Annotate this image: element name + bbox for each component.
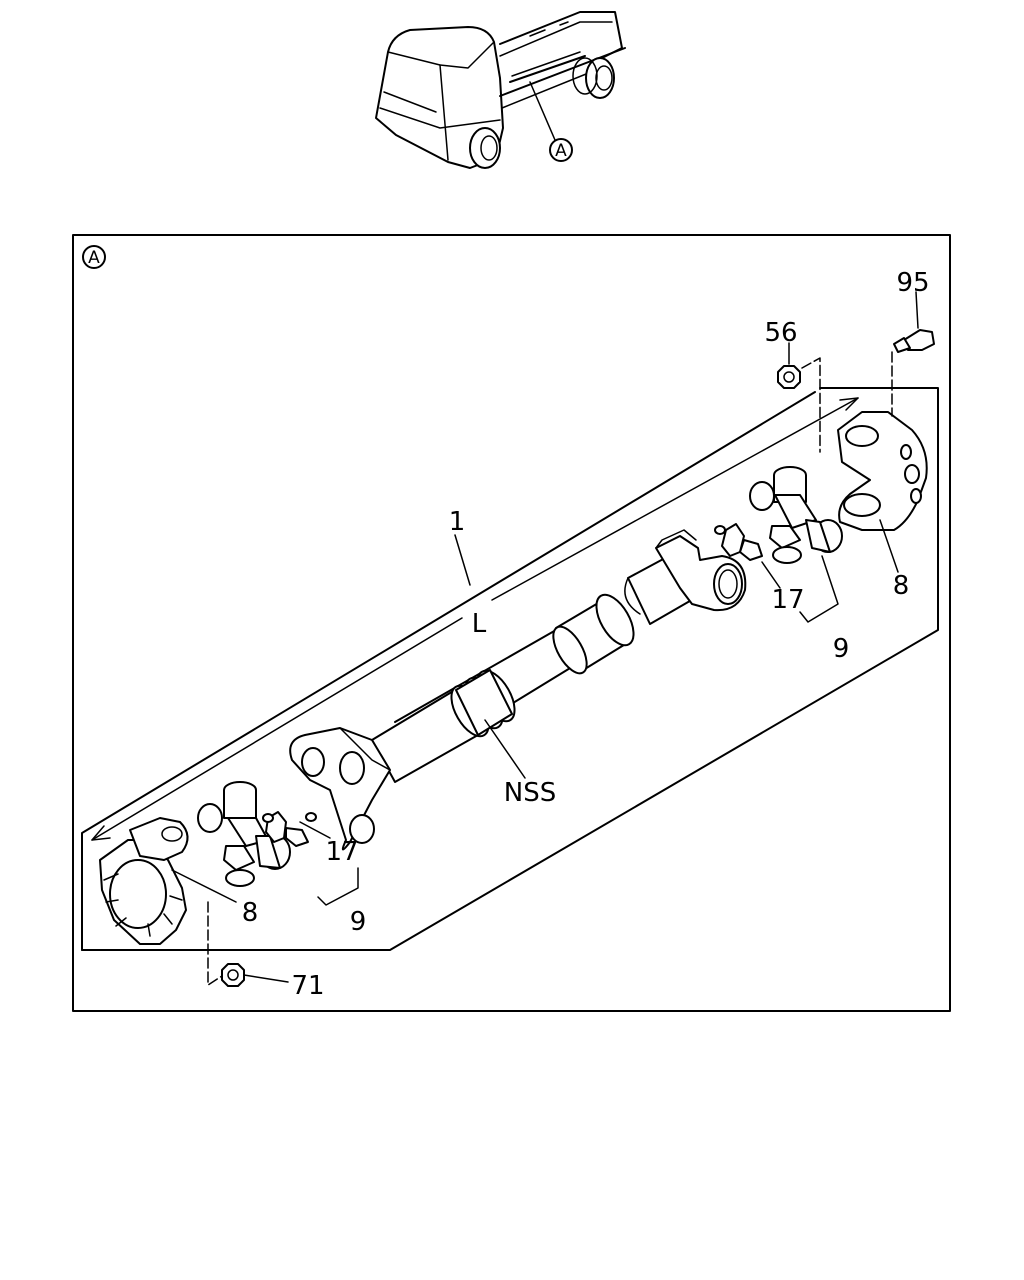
callout-marker-frame [82, 245, 106, 269]
flange-yoke-right [837, 411, 928, 531]
part-label-8-left: 8 [242, 898, 259, 928]
bracket-9-left [317, 867, 359, 906]
flange-yoke-left [99, 817, 189, 945]
part-label-9-left: 9 [350, 907, 367, 937]
detail-frame [72, 234, 951, 1012]
nut-56 [777, 342, 801, 389]
assembly-bracket-left [81, 391, 816, 951]
front-yoke [289, 727, 391, 851]
part-label-nss: NSS [504, 778, 556, 808]
grease-nipple-right [714, 523, 763, 561]
guide-line-56 [801, 357, 821, 453]
propeller-shaft [371, 549, 706, 783]
part-label-71: 71 [291, 971, 324, 1001]
part-label-17-left: 17 [325, 837, 358, 867]
bolt-95 [893, 291, 935, 353]
part-label-8-right: 8 [893, 571, 910, 601]
part-label-9-right: 9 [833, 634, 850, 664]
callout-marker-top-label: A [555, 141, 567, 161]
universal-joint-left [197, 781, 291, 887]
dimension-arrow-right [839, 397, 859, 411]
dimension-line-upper [491, 397, 859, 601]
part-label-17-right: 17 [771, 585, 804, 615]
slip-yoke [655, 529, 747, 612]
leader-nss [484, 719, 526, 779]
dimension-arrow-left [91, 825, 111, 841]
truck-overview: A [375, 11, 626, 169]
leader-17-right [761, 561, 781, 589]
nut-71 [221, 963, 289, 987]
part-label-95: 95 [896, 268, 929, 298]
leader-8-left [171, 869, 237, 903]
leader-17-left [299, 821, 331, 839]
assembly-bracket-right [81, 387, 939, 951]
bracket-9-right [799, 555, 839, 623]
part-label-1: 1 [449, 507, 466, 537]
grease-nipple-left [262, 811, 317, 847]
leader-8-right [879, 519, 899, 573]
dimension-line-lower [91, 617, 463, 841]
part-label-56: 56 [764, 318, 797, 348]
leader-1 [454, 534, 471, 586]
callout-marker-top [549, 138, 573, 162]
guide-line-71 [207, 901, 223, 986]
universal-joint-right [749, 466, 843, 564]
callout-marker-frame-label: A [88, 248, 100, 268]
dimension-label-l: L [472, 609, 487, 639]
